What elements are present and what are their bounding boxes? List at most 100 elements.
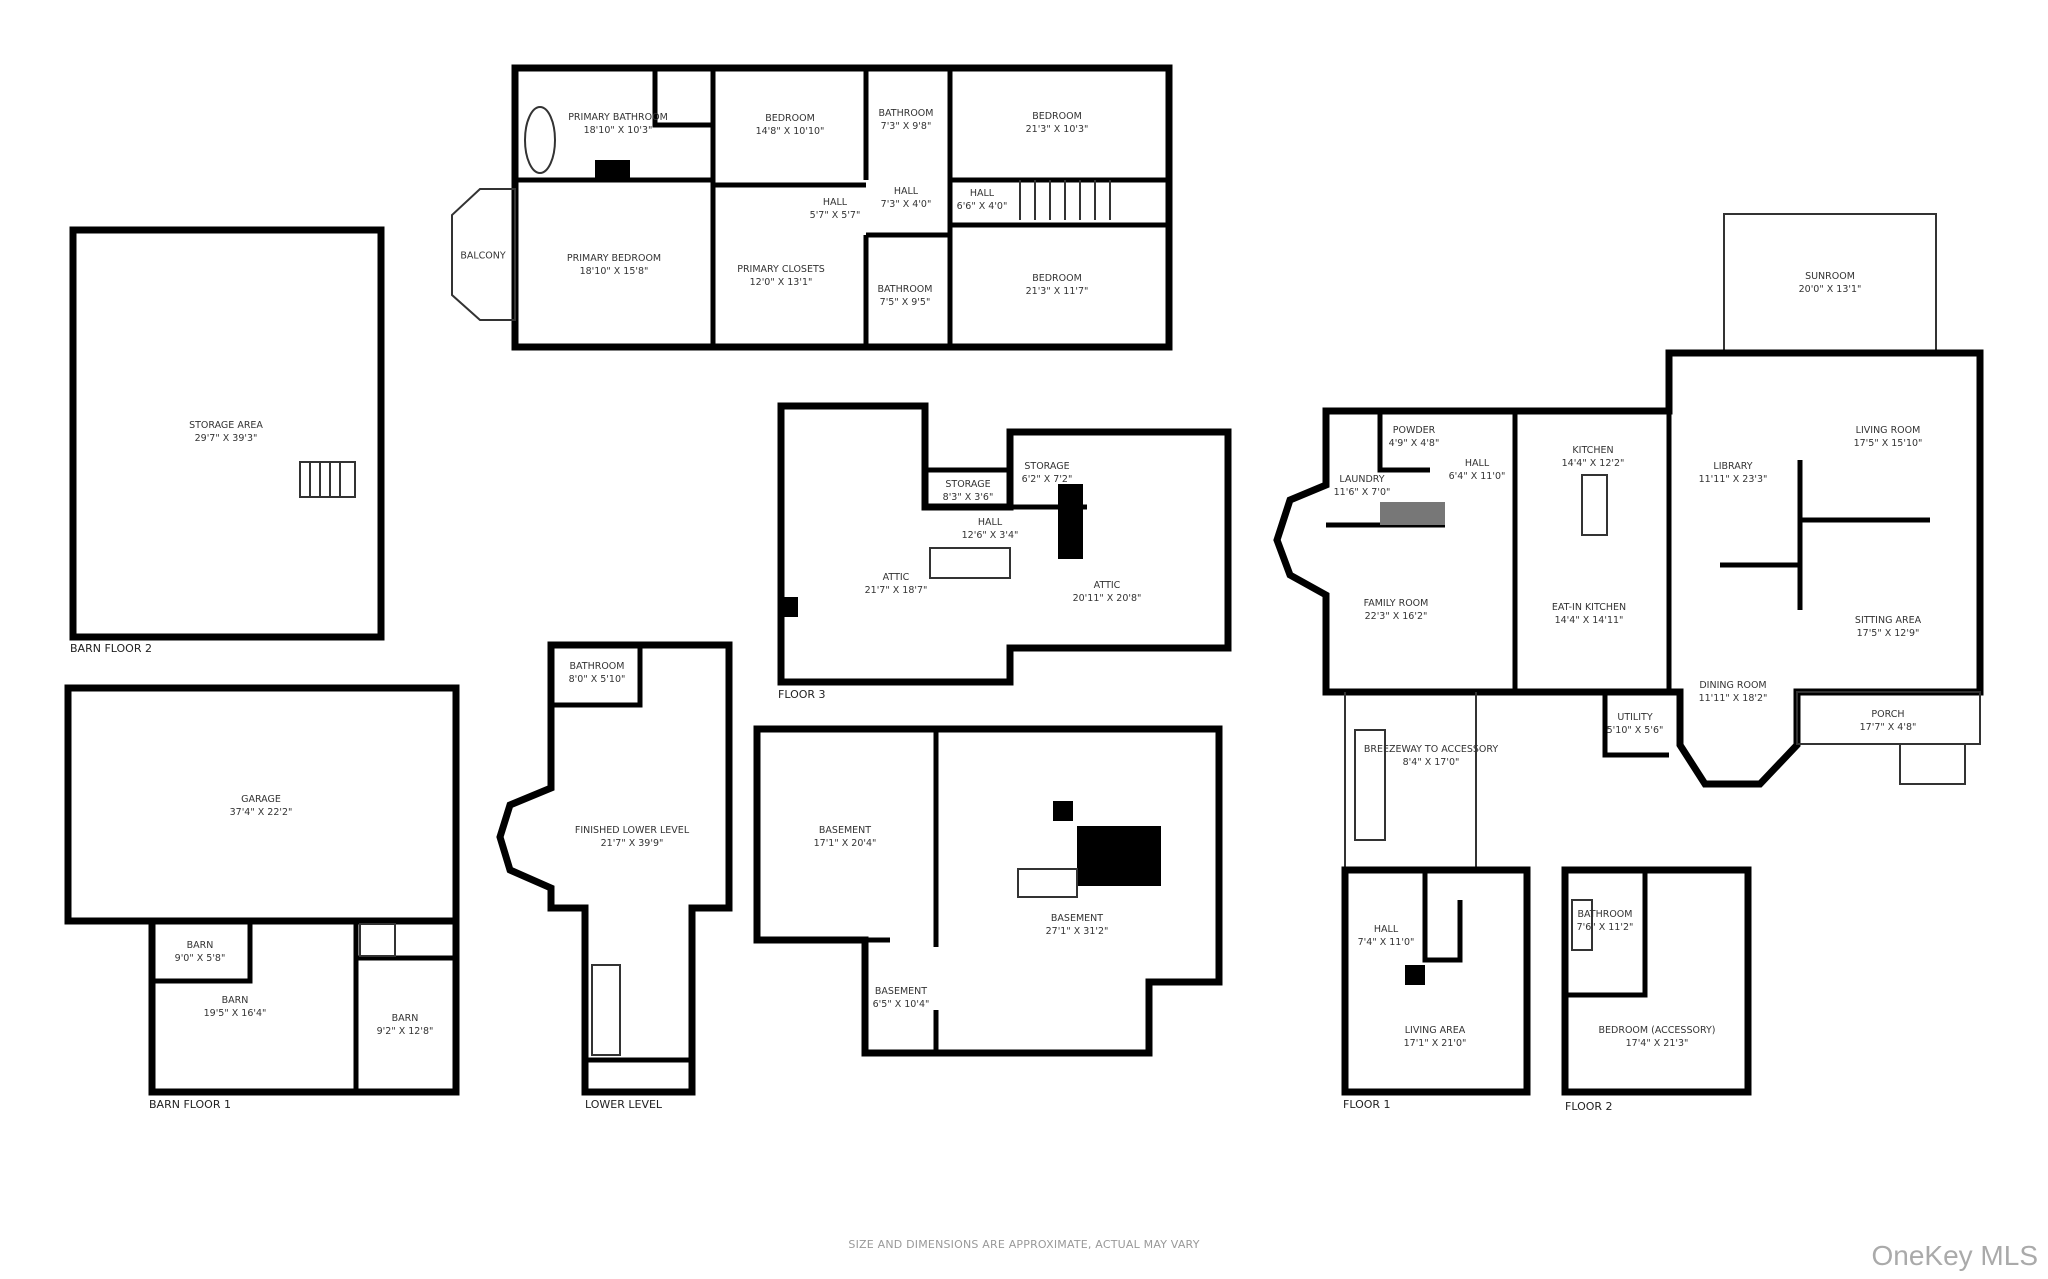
room-dimensions: 5'10" x 5'6" bbox=[1606, 725, 1664, 736]
room-dimensions: 19'5" x 16'4" bbox=[203, 1008, 267, 1019]
disclaimer-note: SIZE AND DIMENSIONS ARE APPROXIMATE, ACT… bbox=[848, 1238, 1200, 1251]
room-dimensions: 12'0" x 13'1" bbox=[749, 277, 813, 288]
room-dimensions: 29'7" x 39'3" bbox=[194, 433, 258, 444]
room-dimensions: 21'3" x 11'7" bbox=[1025, 286, 1089, 297]
room-dimensions: 8'4" x 17'0" bbox=[1402, 757, 1460, 768]
room-dimensions: 18'10" x 10'3" bbox=[583, 125, 653, 136]
plan-title-barn-floor-1: Barn Floor 1 bbox=[149, 1098, 231, 1111]
room-name: Primary Bedroom bbox=[566, 253, 662, 264]
room-label: Breezeway to Accessory8'4" x 17'0" bbox=[1364, 743, 1498, 769]
room-label: Sitting Area 17'5" x 12'9" bbox=[1855, 614, 1921, 640]
room-name: Storage bbox=[1024, 461, 1070, 472]
room-label: Garage 37'4" x 22'2" bbox=[230, 793, 293, 819]
room-dimensions: 21'7" x 18'7" bbox=[864, 585, 928, 596]
room-name: Bathroom bbox=[877, 284, 933, 295]
room-dimensions: 9'0" x 5'8" bbox=[174, 953, 226, 964]
room-name: Basement bbox=[1050, 913, 1104, 924]
room-dimensions: 12'6" x 3'4" bbox=[961, 530, 1019, 541]
room-label: Porch17'7" x 4'8" bbox=[1860, 708, 1917, 734]
room-name: Hall bbox=[893, 186, 919, 197]
room-dimensions: 7'3" x 9'8" bbox=[880, 121, 932, 132]
room-dimensions: 7'4" x 11'0" bbox=[1357, 937, 1415, 948]
room-name: Laundry bbox=[1339, 474, 1385, 485]
plan-title-floor-3: Floor 3 bbox=[778, 688, 826, 701]
room-label: Bathroom 7'3" x 9'8" bbox=[879, 107, 934, 133]
room-label: Utility5'10" x 5'6" bbox=[1607, 711, 1664, 737]
room-dimensions: 7'6" x 11'2" bbox=[1576, 922, 1634, 933]
room-dimensions: 9'2" x 12'8" bbox=[376, 1026, 434, 1037]
room-label: Bedroom 14'8" x 10'10" bbox=[756, 112, 825, 138]
room-label: Barn 9'0" x 5'8" bbox=[175, 939, 226, 965]
room-name: Attic bbox=[1093, 580, 1121, 591]
room-dimensions: 11'11" x 18'2" bbox=[1698, 693, 1768, 704]
room-dimensions: 27'1" x 31'2" bbox=[1045, 926, 1109, 937]
room-name: Basement bbox=[874, 986, 928, 997]
room-name: Library bbox=[1713, 461, 1753, 472]
room-label: Storage Area 29'7" x 39'3" bbox=[189, 419, 263, 445]
upper-floor-walls bbox=[451, 64, 1173, 351]
room-dimensions: 14'8" x 10'10" bbox=[755, 126, 825, 137]
room-label: Bathroom 7'6" x 11'2" bbox=[1577, 908, 1634, 934]
room-name: Attic bbox=[882, 572, 910, 583]
room-label: Hall6'4" x 11'0" bbox=[1449, 457, 1506, 483]
room-label: Dining Room 11'11" x 18'2" bbox=[1699, 679, 1768, 705]
room-name: Living Room bbox=[1855, 425, 1921, 436]
room-name: Sunroom bbox=[1805, 271, 1855, 282]
room-label: Finished Lower Level 21'7" x 39'9" bbox=[575, 824, 689, 850]
room-name: Eat-In Kitchen bbox=[1551, 602, 1627, 613]
room-label: Bathroom8'0" x 5'10" bbox=[569, 660, 626, 686]
room-dimensions: 14'4" x 14'11" bbox=[1554, 615, 1624, 626]
room-name: Dining Room bbox=[1699, 680, 1767, 691]
room-name: Garage bbox=[241, 794, 281, 805]
room-name: Storage bbox=[945, 479, 991, 490]
plan-title-floor-2: Floor 2 bbox=[1565, 1100, 1613, 1113]
room-label: Hall7'4" x 11'0" bbox=[1358, 923, 1415, 949]
room-label: Attic 20'11" x 20'8" bbox=[1073, 579, 1142, 605]
room-name: Barn bbox=[186, 940, 214, 951]
room-name: Sitting Area bbox=[1854, 615, 1922, 626]
room-label: Primary Bathroom18'10" x 10'3" bbox=[568, 111, 668, 137]
room-name: Bathroom bbox=[1577, 909, 1633, 920]
room-dimensions: 17'7" x 4'8" bbox=[1859, 722, 1917, 733]
room-label: Bedroom (Accessory)17'4" x 21'3" bbox=[1599, 1024, 1716, 1050]
room-dimensions: 8'3" x 3'6" bbox=[942, 492, 994, 503]
room-name: Bedroom bbox=[1032, 111, 1082, 122]
room-dimensions: 37'4" x 22'2" bbox=[229, 807, 293, 818]
lower-level-walls bbox=[496, 641, 733, 1096]
room-label: Basement17'1" x 20'4" bbox=[814, 824, 877, 850]
room-label: Basement 6'5" x 10'4" bbox=[873, 985, 930, 1011]
plan-title-lower-level: Lower Level bbox=[585, 1098, 663, 1111]
barn-floor-1-walls bbox=[64, 684, 460, 1096]
room-dimensions: 17'1" x 21'0" bbox=[1403, 1038, 1467, 1049]
room-label: Primary Bedroom 18'10" x 15'8" bbox=[567, 252, 661, 278]
room-name: Kitchen bbox=[1572, 445, 1614, 456]
room-label: Hall5'7" x 5'7" bbox=[810, 196, 861, 222]
room-dimensions: 20'11" x 20'8" bbox=[1072, 593, 1142, 604]
room-dimensions: 6'5" x 10'4" bbox=[872, 999, 930, 1010]
room-label: Library11'11" x 23'3" bbox=[1699, 460, 1768, 486]
room-name: Bathroom bbox=[569, 661, 625, 672]
room-name: Basement bbox=[818, 825, 872, 836]
room-name: Storage Area bbox=[189, 420, 263, 431]
room-label: Storage 8'3" x 3'6" bbox=[943, 478, 994, 504]
room-label: Eat-In Kitchen 14'4" x 14'11" bbox=[1552, 601, 1626, 627]
room-name: Balcony bbox=[460, 250, 506, 262]
room-dimensions: 21'7" x 39'9" bbox=[600, 838, 664, 849]
room-name: Living Area bbox=[1404, 1025, 1466, 1036]
room-label: Living Room17'5" x 15'10" bbox=[1854, 424, 1923, 450]
room-name: Bedroom bbox=[765, 113, 815, 124]
room-label: Hall12'6" x 3'4" bbox=[962, 516, 1019, 542]
room-label: Living Area 17'1" x 21'0" bbox=[1404, 1024, 1467, 1050]
room-name: Barn bbox=[221, 995, 249, 1006]
room-label: Bathroom 7'5" x 9'5" bbox=[878, 283, 933, 309]
brand-watermark: OneKey MLS bbox=[1871, 1240, 2038, 1271]
room-name: Primary Closets bbox=[737, 264, 825, 275]
room-name: Barn bbox=[391, 1013, 419, 1024]
room-name: Finished Lower Level bbox=[574, 825, 690, 836]
room-dimensions: 18'10" x 15'8" bbox=[579, 266, 649, 277]
room-name: Bathroom bbox=[878, 108, 934, 119]
room-dimensions: 7'5" x 9'5" bbox=[879, 297, 931, 308]
room-dimensions: 17'5" x 12'9" bbox=[1856, 628, 1920, 639]
room-label: Bedroom21'3" x 10'3" bbox=[1026, 110, 1089, 136]
